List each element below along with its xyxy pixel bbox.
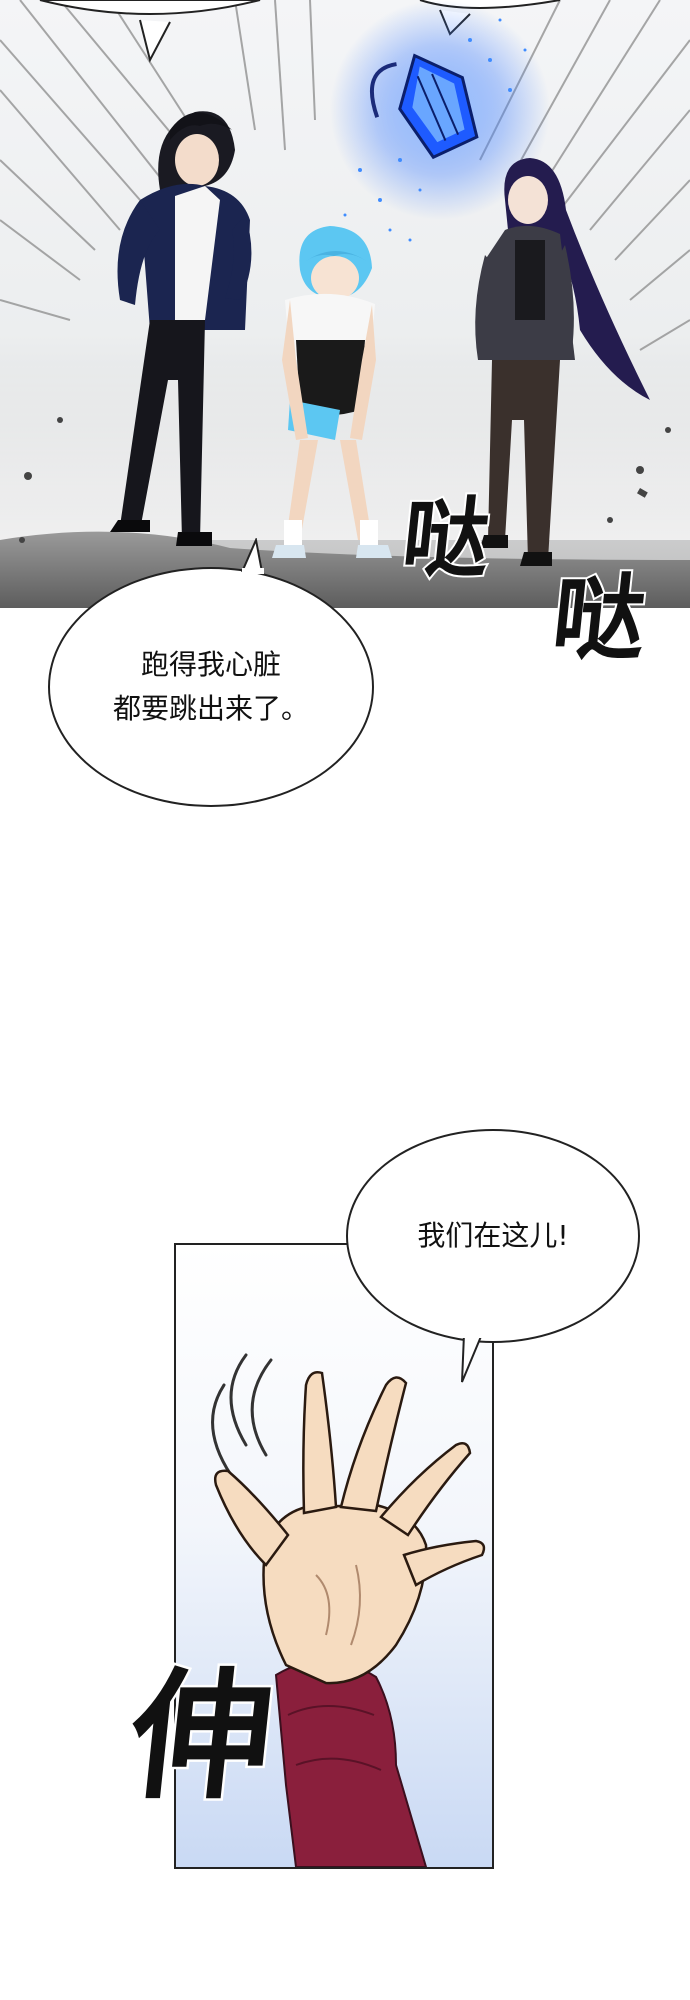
character-boy-dark-hair — [110, 111, 252, 546]
speech-bubble-here-tail — [461, 1332, 484, 1383]
top-panel: 哒 — [0, 0, 690, 608]
sfx-da-2-text: 哒 — [546, 563, 653, 674]
sfx-da-1-text: 哒 — [396, 487, 493, 591]
speech-bubble-here: 我们在这儿! — [346, 1129, 640, 1343]
hand-motion-lines — [211, 1353, 273, 1477]
reaching-hand-art — [211, 1353, 486, 1867]
sfx-da-1: 哒 — [380, 485, 510, 591]
sfx-stretch: 伸 — [118, 1650, 288, 1822]
sfx-stretch-text: 伸 — [121, 1654, 283, 1822]
hand-finger-pinky — [402, 1539, 486, 1587]
hand-finger-index — [302, 1371, 338, 1515]
hand-finger-middle — [339, 1376, 408, 1513]
rock-debris — [19, 417, 671, 543]
magic-particles — [343, 18, 527, 242]
top-speech-bubble-edge — [39, 0, 261, 15]
hand-finger-ring — [379, 1442, 472, 1537]
speech-bubble-running-text: 跑得我心脏 都要跳出来了。 — [112, 648, 309, 725]
sfx-da-2: 哒 — [530, 560, 670, 674]
character-long-purple-hair — [475, 158, 650, 566]
speech-bubble-here-text: 我们在这儿! — [417, 1219, 569, 1252]
speech-bubble-running: 跑得我心脏 都要跳出来了。 — [48, 567, 374, 807]
speech-bubble-running-tail — [241, 538, 264, 574]
character-blue-hair — [272, 226, 392, 558]
hand-thumb — [214, 1469, 290, 1567]
bottom-panel — [174, 1243, 494, 1869]
lantern — [369, 53, 479, 160]
top-panel-art — [0, 0, 690, 608]
